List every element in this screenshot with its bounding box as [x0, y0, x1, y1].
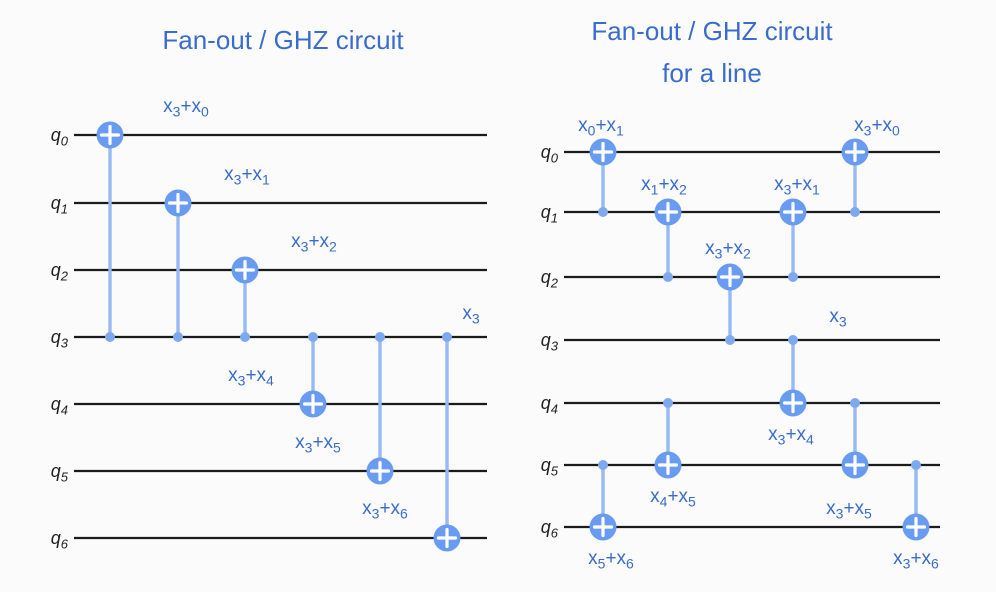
qubit-label: q3 — [51, 327, 69, 350]
control-dot-icon — [850, 207, 860, 217]
gate-state-label: x3+x6 — [893, 548, 939, 572]
gate-state-label: x3+x0 — [163, 96, 209, 120]
control-dot-icon — [240, 332, 250, 342]
control-dot-icon — [725, 335, 735, 345]
cnot-gate: x1+x2 — [641, 174, 687, 282]
gate-state-label: x3+x1 — [224, 164, 270, 188]
qubit-label: q0 — [51, 125, 69, 148]
control-dot-icon — [308, 332, 318, 342]
cnot-gate: x3+x1 — [774, 174, 820, 282]
gate-state-label: x3+x6 — [362, 498, 408, 522]
cnot-gate: x4+x5 — [650, 398, 696, 510]
qubit-label: q1 — [541, 202, 558, 225]
gate-state-label: x3+x5 — [826, 498, 872, 522]
circuit-title: Fan-out / GHZ circuit — [591, 16, 833, 46]
wire-state-label: x3 — [829, 306, 847, 330]
cnot-gate: x3+x1 — [164, 164, 270, 342]
gate-state-label: x5+x6 — [588, 548, 634, 572]
gate-state-label: x3+x5 — [295, 432, 341, 456]
qubit-label: q2 — [51, 260, 69, 283]
control-dot-icon — [598, 207, 608, 217]
control-dot-icon — [105, 332, 115, 342]
gate-state-label: x3+x2 — [705, 238, 751, 262]
qubit-label: q0 — [541, 142, 559, 165]
control-dot-icon — [911, 460, 921, 470]
fanout-ghz-circuit: Fan-out / GHZ circuit q0 q1 q2 q3 q4 q5 q6 x3+x0… — [51, 25, 487, 552]
control-dot-icon — [442, 332, 452, 342]
cnot-gate: x0+x1 — [578, 115, 624, 217]
gate-state-label: x3+x4 — [768, 424, 814, 448]
qubit-label: q5 — [51, 461, 69, 484]
cnot-gate: x3+x6 — [893, 460, 939, 572]
circuit-title: Fan-out / GHZ circuit — [162, 25, 404, 55]
gate-state-label: x3+x0 — [854, 115, 900, 139]
control-dot-icon — [663, 398, 673, 408]
gate-state-label: x1+x2 — [641, 174, 687, 198]
cnot-gate: x5+x6 — [588, 460, 634, 572]
control-dot-icon — [663, 272, 673, 282]
circuit-title: for a line — [662, 58, 762, 88]
cnot-gate: x3+x0 — [841, 115, 900, 217]
gate-state-label: x3+x1 — [774, 174, 820, 198]
qubit-label: q6 — [51, 528, 69, 551]
cnot-gate: x3+x5 — [826, 398, 872, 522]
cnot-gate: x3+x2 — [231, 231, 337, 342]
cnot-gate: x3+x5 — [295, 332, 394, 485]
control-dot-icon — [788, 272, 798, 282]
gate-state-label: x3+x2 — [291, 231, 337, 255]
control-dot-icon — [375, 332, 385, 342]
cnot-gate: x3+x6 — [362, 332, 461, 552]
wire-state-label: x3 — [462, 303, 480, 327]
qubit-label: q4 — [51, 394, 68, 417]
control-dot-icon — [788, 335, 798, 345]
qubit-label: q3 — [541, 330, 559, 353]
cnot-gate: x3+x4 — [228, 332, 327, 418]
gate-state-label: x3+x4 — [228, 365, 274, 389]
qubit-label: q6 — [541, 517, 559, 540]
fanout-ghz-line-circuit: Fan-out / GHZ circuit for a line q0 q1 q2 q3 q… — [541, 16, 940, 572]
qubit-label: q1 — [51, 193, 68, 216]
control-dot-icon — [173, 332, 183, 342]
control-dot-icon — [850, 398, 860, 408]
gate-state-label: x4+x5 — [650, 486, 696, 510]
cnot-gate: x3+x2 — [705, 238, 751, 345]
qubit-label: q2 — [541, 267, 559, 290]
qubit-label: q5 — [541, 455, 559, 478]
gate-state-label: x0+x1 — [578, 115, 624, 139]
cnot-gate: x3+x0 — [96, 96, 209, 342]
control-dot-icon — [598, 460, 608, 470]
qubit-label: q4 — [541, 393, 558, 416]
cnot-gate: x3+x4 — [768, 335, 814, 448]
